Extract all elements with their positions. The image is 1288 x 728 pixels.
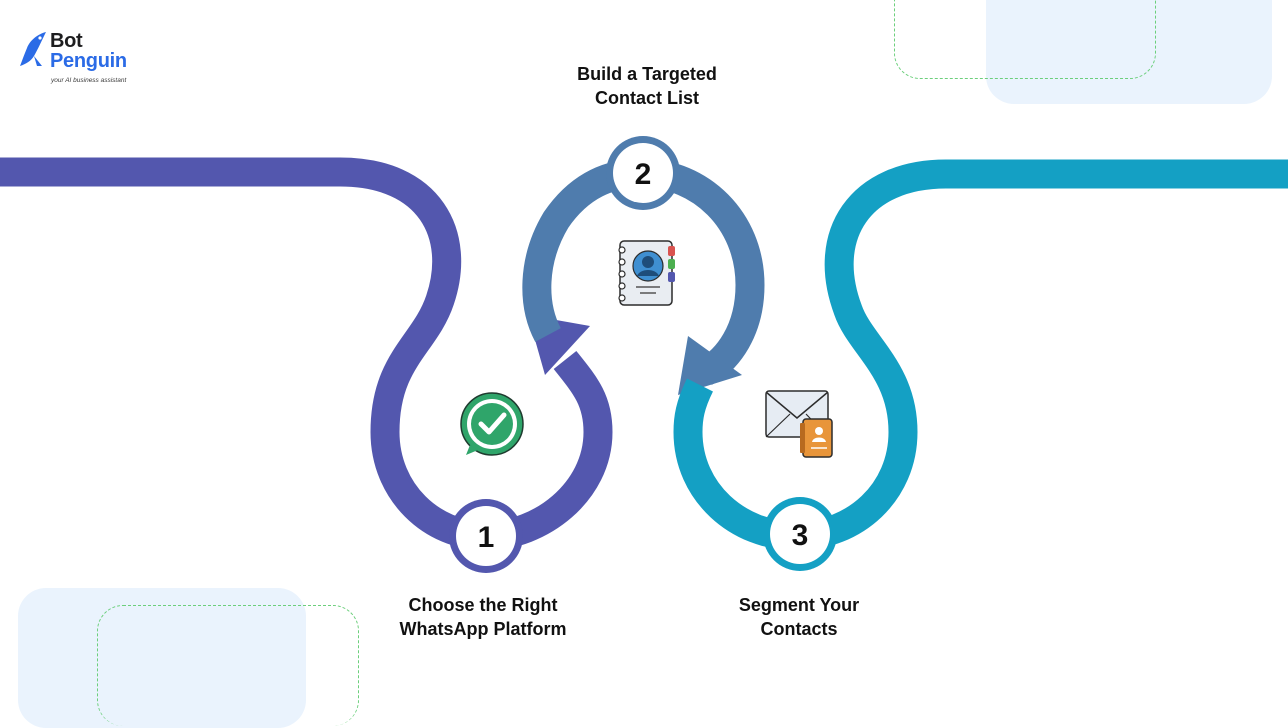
track-teal — [673, 159, 1288, 551]
step-2-title-line1: Build a Targeted — [577, 64, 717, 84]
contact-book-icon — [618, 240, 675, 306]
brand-tagline: your AI business assistant — [51, 77, 127, 84]
penguin-logo-icon — [20, 32, 46, 66]
step-1-title-line1: Choose the Right — [408, 595, 558, 615]
brand-name-line2: Penguin — [50, 50, 127, 72]
process-flow-diagram: 1 2 3 — [0, 136, 1288, 573]
step-2-badge: 2 — [606, 136, 680, 210]
step-3-badge: 3 — [763, 497, 837, 571]
brand-name-line1: Bot — [50, 30, 83, 52]
envelope-contact-icon — [765, 390, 833, 458]
step-1-number: 1 — [478, 521, 495, 554]
brand-logo[interactable]: Bot Penguin your AI business assistant — [18, 30, 148, 90]
step-1-title: Choose the Right WhatsApp Platform — [363, 593, 603, 641]
decor-panel-top-right — [986, 0, 1272, 104]
step-3-title-line2: Contacts — [760, 619, 838, 639]
track-purple — [0, 157, 613, 551]
step-3-title-line1: Segment Your — [738, 595, 860, 615]
step-1-badge: 1 — [449, 499, 523, 573]
arrow-head-steel-blue — [678, 336, 742, 395]
step-3-title: Segment Your Contacts — [679, 593, 919, 641]
decor-dashed-outline-bottom-left — [97, 605, 359, 726]
decor-dashed-outline-top-right — [894, 0, 1156, 79]
step-3-number: 3 — [792, 519, 809, 552]
step-2-title-line2: Contact List — [594, 88, 699, 108]
step-1-title-line2: WhatsApp Platform — [399, 619, 567, 639]
step-2-title: Build a Targeted Contact List — [527, 62, 767, 110]
step-2-number: 2 — [635, 158, 652, 191]
whatsapp-check-icon — [460, 392, 524, 456]
